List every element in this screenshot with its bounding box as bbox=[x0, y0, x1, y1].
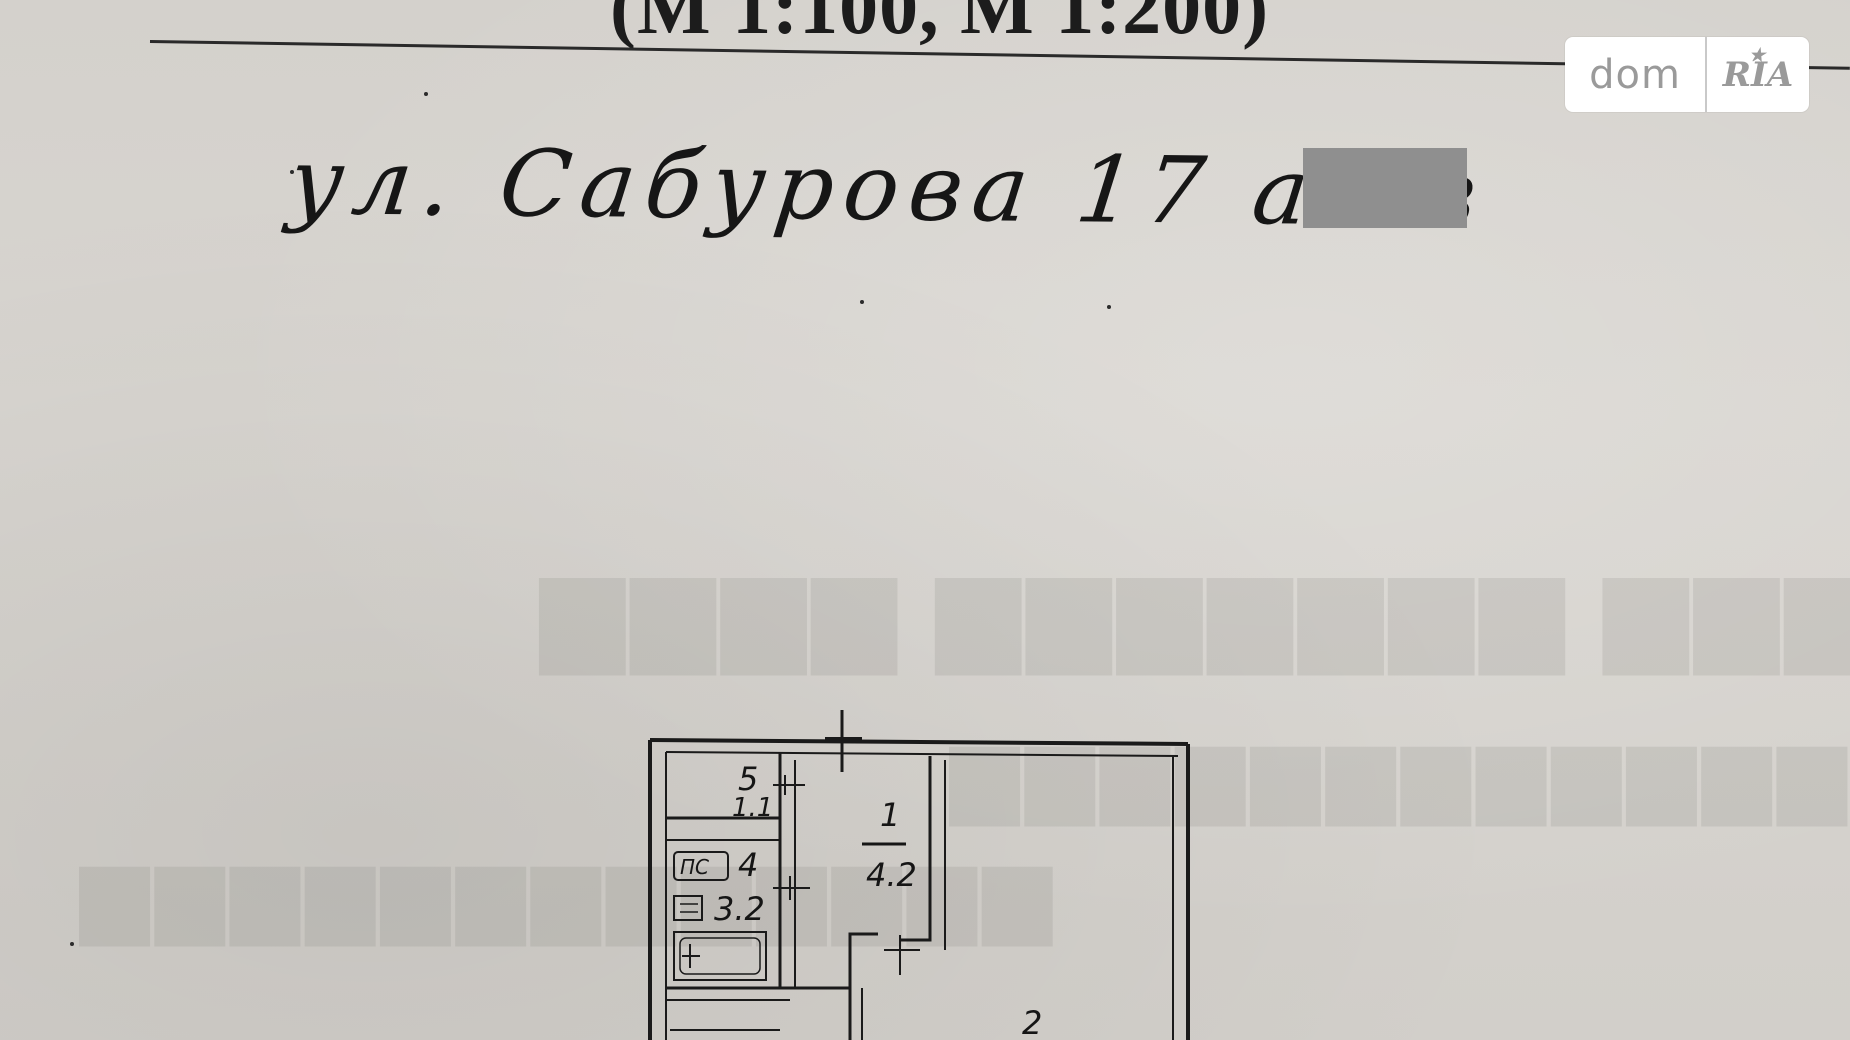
domria-watermark-logo: dom ★ RIA bbox=[1565, 37, 1809, 112]
room-1-number: 1 bbox=[880, 796, 900, 834]
room-2-number: 2 bbox=[1022, 1004, 1042, 1040]
paper-speck bbox=[290, 170, 294, 174]
plan-outer-wall-top bbox=[649, 738, 1189, 746]
document-header-text: (М 1:100, М 1:200) bbox=[610, 0, 1270, 50]
room-1-area: 4.2 bbox=[866, 856, 917, 894]
room-5-area: 1.1 bbox=[732, 793, 773, 823]
apartment-floor-plan: 5 1.1 4 3.2 ПС 1 4.2 2 bbox=[648, 710, 1190, 1040]
logo-ria-label: RIA bbox=[1722, 54, 1794, 95]
room-4-area: 3.2 bbox=[714, 890, 765, 928]
room-4-number: 4 bbox=[738, 846, 758, 884]
paper-speck bbox=[860, 300, 864, 304]
logo-ria-text: ★ RIA bbox=[1707, 45, 1809, 95]
show-through-text-faded: ▆▆▆▆ ▆▆▆▆▆▆▆ ▆▆▆▆▆▆ bbox=[540, 550, 1850, 672]
paper-speck bbox=[70, 942, 74, 946]
paper-speck bbox=[1107, 305, 1111, 309]
logo-dom-text: dom bbox=[1589, 51, 1681, 98]
room-5-number: 5 bbox=[738, 760, 758, 798]
paper-speck bbox=[424, 92, 428, 96]
fixture-label: ПС bbox=[680, 855, 709, 879]
redacted-apartment-number bbox=[1303, 148, 1467, 228]
star-icon: ★ bbox=[1749, 44, 1766, 66]
logo-divider bbox=[1705, 37, 1707, 112]
